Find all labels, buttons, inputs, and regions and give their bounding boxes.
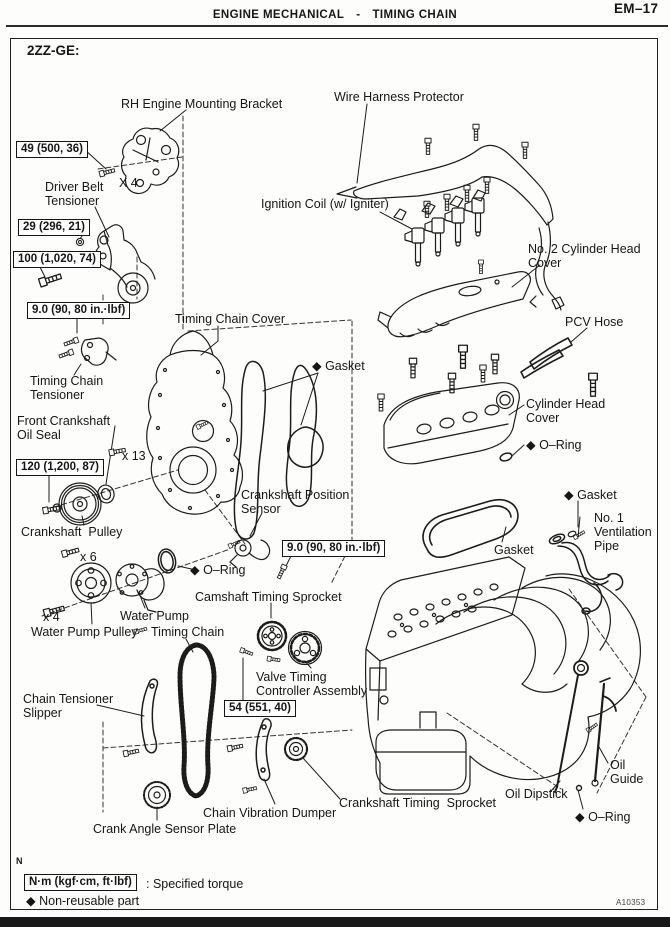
- pcv-hose-drawing: [520, 337, 573, 379]
- torque-spec-tensioner-nut: 29 (296, 21): [18, 219, 91, 236]
- label-chain-vibration-dumper: Chain Vibration Dumper: [203, 806, 337, 820]
- label-pcv-hose: PCV Hose: [565, 315, 624, 329]
- figure-border: [10, 38, 658, 910]
- section-subtitle: TIMING CHAIN: [372, 9, 458, 21]
- drive-belt-tensioner-drawing: [95, 224, 156, 304]
- no2-cylinder-head-cover-drawing: [377, 271, 531, 338]
- crank-angle-sensor-plate-drawing: [143, 781, 171, 809]
- label-oil-dipstick: Oil Dipstick: [505, 787, 568, 801]
- label-oil-guide: Oil Guide: [610, 758, 644, 786]
- label-camshaft-timing-sprocket: Camshaft Timing Sprocket: [195, 590, 342, 604]
- label-gasket-vent-pipe: ◆ Gasket: [564, 488, 617, 502]
- label-water-pump-pulley: Water Pump Pulley: [31, 625, 138, 639]
- wire-harness-protector-drawing: [336, 144, 565, 311]
- label-driver-belt-tensioner: Driver Belt Tensioner: [45, 180, 104, 208]
- torque-spec-position-sensor: 9.0 (90, 80 in.·lbf): [282, 540, 386, 557]
- engine-block-drawing: [365, 556, 641, 795]
- water-pump-pulley-drawing: [70, 562, 112, 604]
- label-crankshaft-position-sensor: Crankshaft Position Sensor: [241, 488, 350, 516]
- qty-marker-water-pump-bolts: x 4: [43, 610, 60, 624]
- bottom-bar: [0, 917, 670, 927]
- label-timing-chain-tensioner: Timing Chain Tensioner: [30, 374, 104, 402]
- torque-spec-chain-tensioner: 9.0 (90, 80 in.·lbf): [27, 302, 131, 319]
- cover-gaskets-drawing: [233, 360, 324, 540]
- label-cylinder-head-cover: Cylinder Head Cover: [526, 397, 606, 425]
- page-number: EM–17: [614, 1, 659, 16]
- chain-tensioner-slipper-drawing: [140, 678, 159, 754]
- torque-spec-crankshaft-pulley: 120 (1,200, 87): [16, 459, 105, 476]
- qty-marker-cover-bolts: x 13: [122, 449, 146, 463]
- header-rule: [6, 25, 668, 27]
- timing-chain-drawing: [177, 642, 217, 799]
- label-wire-harness-protector: Wire Harness Protector: [334, 90, 464, 104]
- label-no1-ventilation-pipe: No. 1 Ventilation Pipe: [594, 511, 652, 553]
- label-no2-cylinder-head-cover: No. 2 Cylinder Head Cover: [528, 242, 641, 270]
- torque-spec-mounting-bracket: 49 (500, 36): [16, 141, 89, 158]
- label-rh-engine-mounting-bracket: RH Engine Mounting Bracket: [121, 97, 283, 111]
- dashed-guide-lines: [41, 115, 647, 813]
- timing-chain-tensioner-drawing: [80, 337, 117, 366]
- section-header: ENGINE MECHANICAL - TIMING CHAIN: [0, 9, 670, 21]
- qty-marker-bracket-bolts: X 4: [119, 176, 138, 190]
- label-water-pump: Water Pump: [120, 609, 190, 623]
- ignition-coils-drawing: [404, 197, 485, 267]
- label-crank-angle-sensor-plate: Crank Angle Sensor Plate: [93, 822, 237, 836]
- label-crankshaft-timing-sprocket: Crankshaft Timing Sprocket: [339, 796, 497, 810]
- camshaft-timing-sprocket-drawing: [256, 620, 288, 652]
- front-crankshaft-oil-seal-drawing: [97, 484, 115, 504]
- water-pump-oring-drawing: [157, 548, 177, 574]
- legend-torque-sample-box: N·m (kgf·cm, ft·lbf): [24, 874, 137, 891]
- head-cover-gasket-drawing: [422, 499, 519, 559]
- no1-ventilation-pipe-drawing: [548, 533, 624, 615]
- section-title: ENGINE MECHANICAL: [212, 9, 345, 21]
- valve-timing-controller-drawing: [287, 630, 323, 666]
- label-oring-water-pump: ◆ O–Ring: [190, 563, 246, 577]
- label-gasket-timing-cover: ◆ Gasket: [312, 359, 365, 373]
- cylinder-head-cover-drawing: [383, 382, 520, 465]
- rh-mounting-bracket-drawing: [120, 127, 180, 195]
- label-ignition-coil: Ignition Coil (w/ Igniter): [261, 197, 389, 211]
- crankshaft-pulley-drawing: [58, 482, 102, 526]
- crankshaft-position-sensor-drawing: [229, 539, 271, 568]
- torque-spec-tensioner-bolt: 100 (1,020, 74): [13, 251, 102, 268]
- label-oring-head-cover: ◆ O–Ring: [526, 438, 582, 452]
- crankshaft-timing-sprocket-drawing: [283, 736, 309, 762]
- head-cover-oring-drawing: [499, 452, 513, 462]
- figure-code: A10353: [616, 898, 646, 907]
- label-front-crankshaft-oil-seal: Front Crankshaft Oil Seal: [17, 414, 111, 442]
- label-crankshaft-pulley: Crankshaft Pulley: [21, 525, 123, 539]
- legend-torque-description: : Specified torque: [146, 877, 244, 891]
- label-timing-chain: Timing Chain: [151, 625, 225, 639]
- label-valve-timing-controller: Valve Timing Controller Assembly: [256, 670, 368, 698]
- timing-chain-cover-drawing: [146, 330, 244, 515]
- oil-guide-drawing: [567, 530, 617, 792]
- qty-marker-pulley-bolts: x 6: [80, 550, 97, 564]
- legend-nonreusable-note: ◆ Non-reusable part: [26, 894, 140, 908]
- torque-spec-camshaft-sprocket: 54 (551, 40): [224, 700, 297, 717]
- bolt-icons: [37, 123, 599, 794]
- label-chain-tensioner-slipper: Chain Tensioner Slipper: [23, 692, 114, 720]
- oil-dipstick-drawing: [554, 660, 589, 793]
- engine-code-label: 2ZZ-GE:: [27, 43, 80, 58]
- water-pump-drawing: [115, 563, 165, 613]
- chain-vibration-dumper-drawing: [255, 718, 272, 782]
- label-head-cover-gasket: Gasket: [494, 543, 534, 557]
- legend-note-n: N: [16, 856, 23, 866]
- section-separator: -: [356, 9, 361, 21]
- label-oring-oil-guide: ◆ O–Ring: [575, 810, 631, 824]
- label-timing-chain-cover: Timing Chain Cover: [175, 312, 285, 326]
